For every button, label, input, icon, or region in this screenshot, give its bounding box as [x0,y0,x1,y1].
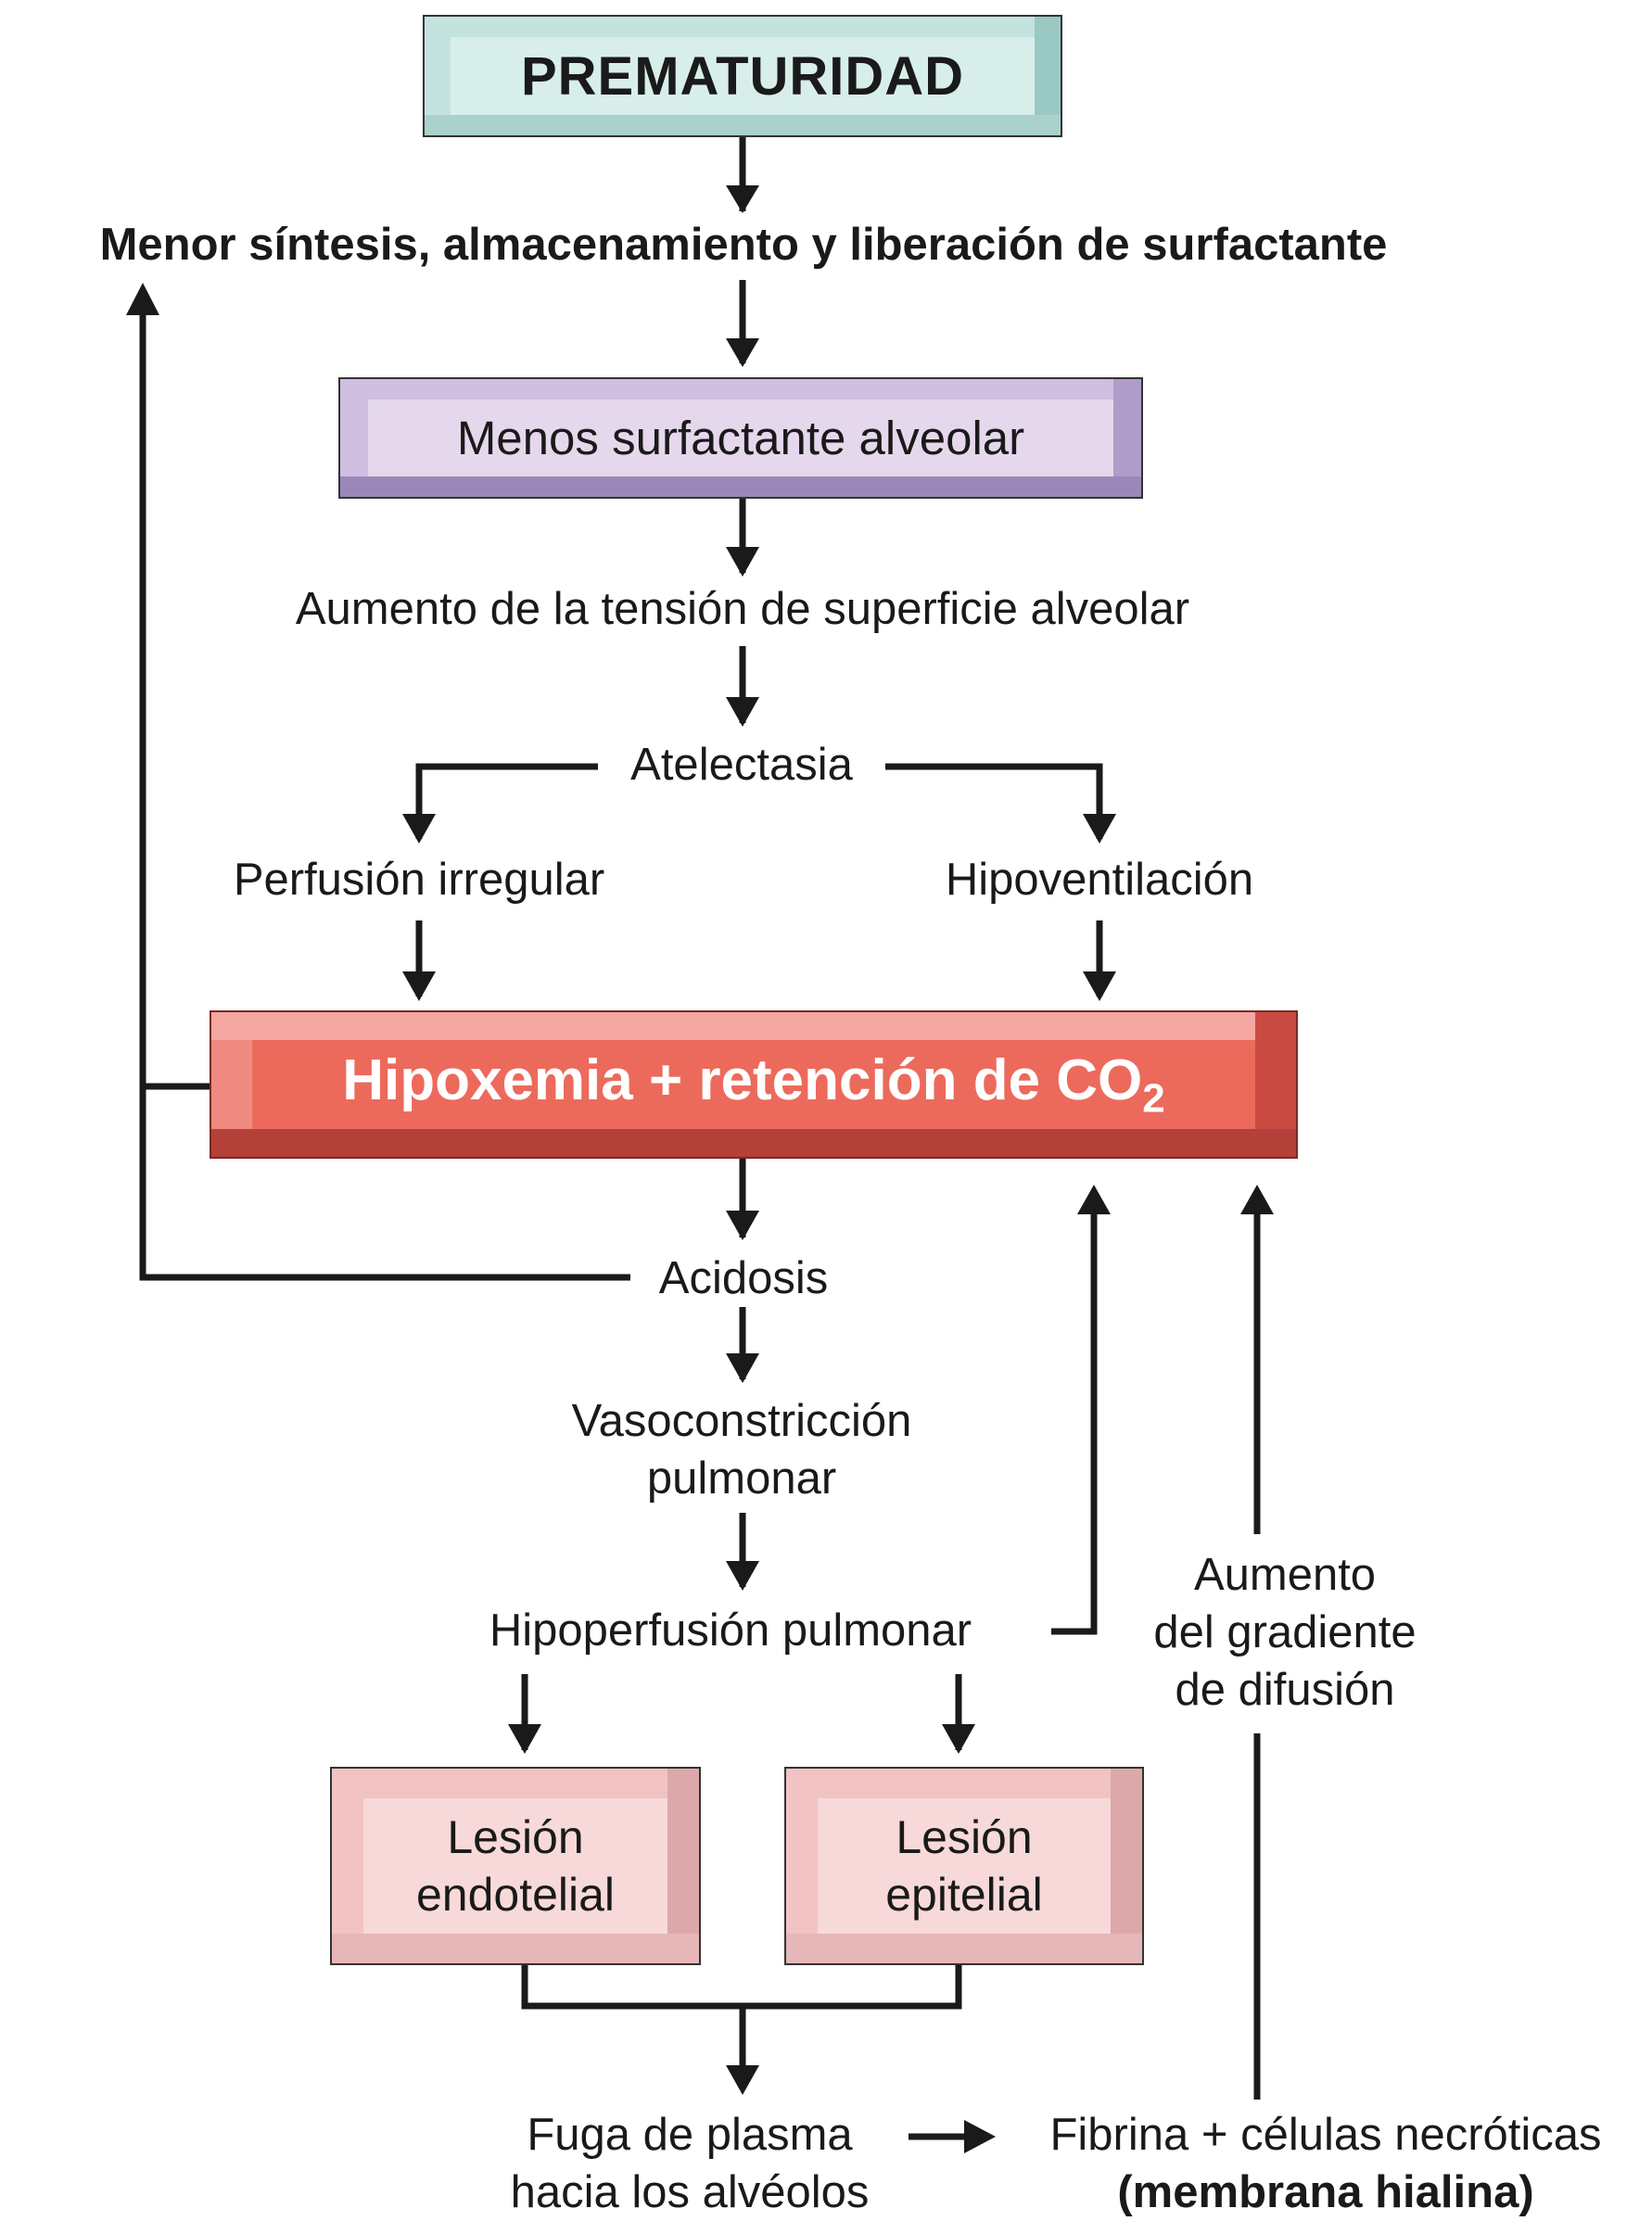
fibrina-line-1: Fibrina + células necróticas [1049,2110,1602,2160]
lesion-endotelial-box: Lesión endotelial [330,1767,701,1965]
hipoxemia-box: Hipoxemia + retención de CO2 [210,1010,1298,1159]
co2-subscript: 2 [1142,1075,1165,1122]
prematuridad-box: PREMATURIDAD [423,15,1062,137]
merge-lesiones [521,1965,962,2010]
hipoxemia-label: Hipoxemia + retención de CO2 [342,1047,1165,1122]
membrana-hialina-line: (membrana hialina) [1117,2167,1534,2217]
feedback-hipoperfusion-to-hipoxemia [1051,1205,1098,1635]
aumento-tension-label: Aumento de la tensión de superficie alve… [228,580,1257,638]
vasoconstriccion-label: Vasoconstricción pulmonar [519,1392,964,1507]
hipoxemia-text: Hipoxemia + retención de CO [342,1047,1143,1112]
arrow-atelectasia-to-perfusion [415,763,598,839]
aumento-gradiente-label: Aumento del gradiente de difusión [1109,1546,1461,1719]
acidosis-label: Acidosis [632,1250,855,1307]
menor-sintesis-label: Menor síntesis, almacenamiento y liberac… [7,216,1480,273]
lesion-epitelial-line-1: Lesión [896,1811,1033,1863]
hipoperfusion-label: Hipoperfusión pulmonar [447,1602,1014,1659]
perfusion-irregular-label: Perfusión irregular [206,851,632,908]
menos-surfactante-box: Menos surfactante alveolar [338,377,1143,499]
vasoconstriccion-line-2: pulmonar [646,1453,837,1504]
lesion-endotelial-line-2: endotelial [415,1869,616,1921]
fuga-plasma-label: Fuga de plasma hacia los alvéolos [471,2106,909,2221]
fuga-plasma-line-2: hacia los alvéolos [510,2167,870,2217]
prematuridad-label: PREMATURIDAD [520,45,965,107]
fibrina-label: Fibrina + células necróticas (membrana h… [1001,2106,1650,2221]
aumento-gradiente-line-3: de difusión [1175,1665,1395,1715]
arrow-atelectasia-to-hipoventilacion [885,763,1103,839]
atelectasia-label: Atelectasia [601,736,883,793]
menos-surfactante-label: Menos surfactante alveolar [456,412,1025,464]
aumento-gradiente-line-2: del gradiente [1153,1607,1417,1657]
vasoconstriccion-line-1: Vasoconstricción [571,1396,912,1446]
aumento-gradiente-line-1: Aumento [1193,1550,1377,1600]
lesion-epitelial-box: Lesión epitelial [784,1767,1144,1965]
lesion-endotelial-line-1: Lesión [447,1811,584,1863]
fuga-plasma-line-1: Fuga de plasma [527,2110,853,2160]
hipoventilacion-label: Hipoventilación [918,851,1281,908]
feedback-line-to-menor-sintesis [139,306,630,1281]
lesion-epitelial-line-2: epitelial [885,1869,1043,1921]
